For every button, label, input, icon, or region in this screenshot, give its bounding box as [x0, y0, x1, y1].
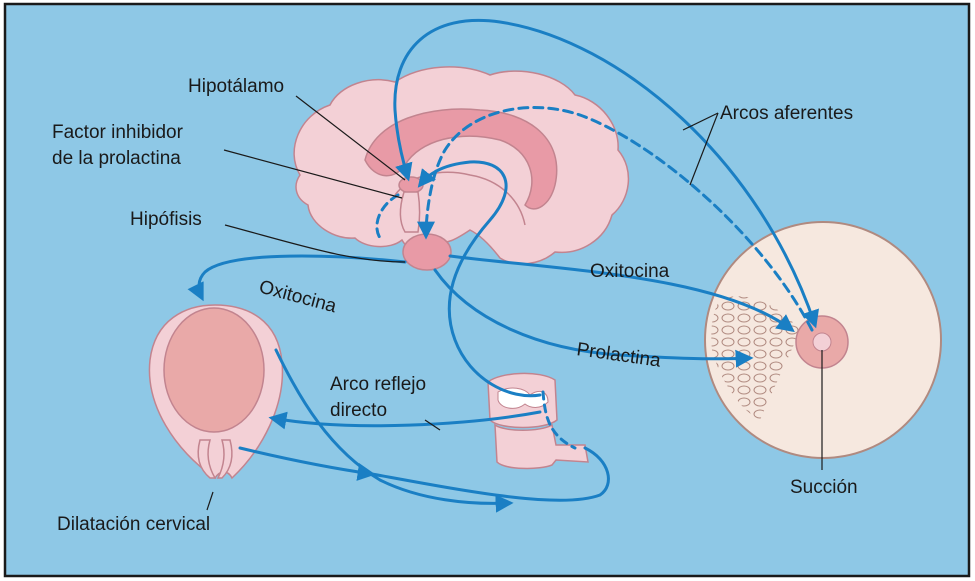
label-arcos-aferentes: Arcos aferentes	[720, 103, 853, 124]
label-dilatacion: Dilatación cervical	[57, 514, 210, 535]
label-arco-reflejo-line1: Arco reflejo	[330, 374, 426, 395]
uterus-cavity	[164, 308, 264, 432]
label-factor-line1: Factor inhibidor	[52, 122, 184, 143]
brain-outline	[294, 67, 628, 264]
label-succion: Succión	[790, 477, 858, 498]
label-oxitocina-right: Oxitocina	[590, 261, 670, 282]
infundibulum	[400, 192, 419, 232]
label-hipofisis: Hipófisis	[130, 209, 202, 230]
hipofisis-gland	[403, 234, 451, 270]
label-hipotalamo: Hipotálamo	[188, 76, 284, 97]
label-arco-reflejo-line2: directo	[330, 400, 387, 421]
label-factor-line2: de la prolactina	[52, 148, 181, 169]
breast	[705, 222, 941, 458]
nipple	[813, 333, 831, 351]
